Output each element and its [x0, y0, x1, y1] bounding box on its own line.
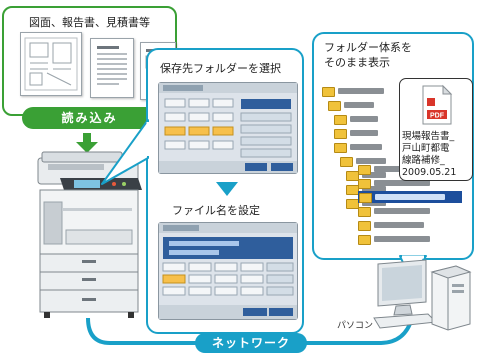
folder-icon: [334, 129, 347, 139]
pdf-icon-text: PDF: [430, 113, 445, 120]
folder-icon: [358, 165, 371, 175]
file-name-line: 現場報告書_: [402, 131, 455, 142]
operation-panel-box: 保存先フォルダーを選択: [146, 48, 304, 334]
folder-title: フォルダー体系を そのまま表示: [324, 40, 474, 70]
folder-icon: [334, 143, 347, 153]
folder-icon: [334, 115, 347, 125]
folder-select-screen: [158, 82, 298, 174]
network-label: ネットワーク: [195, 333, 307, 353]
folder-icon: [358, 179, 371, 189]
pc-label: パソコン: [337, 321, 374, 331]
file-name: 現場報告書_ 戸山町都電 線路補修_ 2009.05.21: [402, 131, 472, 179]
folder-title-line2: そのまま表示: [324, 56, 390, 69]
folder-icon: [340, 157, 353, 167]
documents-title: 図面、報告書、見積書等: [29, 16, 150, 29]
folder-icon: [328, 101, 341, 111]
file-name-line: 2009.05.21: [402, 167, 457, 178]
panel-pointer: [101, 119, 150, 185]
step2-label: ファイル名を設定: [172, 204, 260, 217]
file-name-line: 戸山町都電: [402, 143, 450, 154]
pc-icon: [373, 259, 472, 331]
folder-title-line1: フォルダー体系を: [324, 41, 412, 54]
report-document-icon: [90, 38, 134, 98]
folder-icon: [358, 207, 371, 217]
folder-icon: [346, 185, 359, 195]
step1-label: 保存先フォルダーを選択: [160, 62, 281, 75]
folder-icon: [346, 199, 359, 209]
down-arrow-icon: [76, 133, 98, 153]
drawing-document-icon: [20, 32, 82, 96]
copier-icon: [37, 151, 142, 318]
tree-item-selected[interactable]: [358, 191, 462, 203]
file-name-line: 線路補修_: [402, 155, 445, 166]
folder-icon: [358, 221, 371, 231]
filename-screen: [158, 222, 298, 320]
scan-label: 読み込み: [22, 107, 157, 129]
folder-icon: [322, 87, 335, 97]
pdf-icon: PDF: [422, 84, 453, 125]
folder-tree: [314, 34, 474, 258]
folder-icon: [358, 235, 371, 245]
down-triangle-icon: [216, 182, 238, 196]
folder-icon: [359, 193, 372, 203]
folder-icon: [346, 171, 359, 181]
